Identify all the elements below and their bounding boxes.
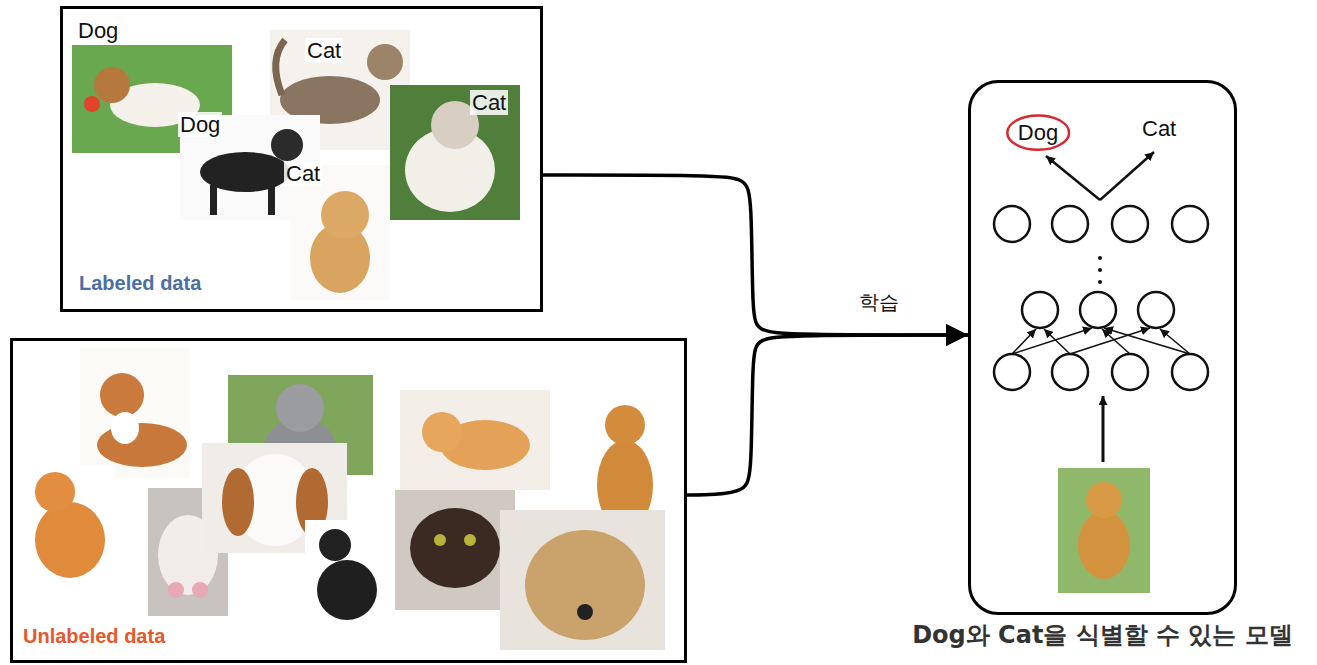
neuron xyxy=(1080,292,1116,328)
dot xyxy=(1098,256,1102,260)
class-label: Cat xyxy=(284,161,322,186)
dog-body xyxy=(97,423,187,467)
model-box: Dog와 Cat을 식별할 수 있는 모델Dog xyxy=(968,80,1237,615)
dot xyxy=(1098,268,1102,272)
dog-leg xyxy=(268,185,275,215)
ball xyxy=(84,96,100,112)
neuron xyxy=(1022,292,1058,328)
neuron xyxy=(1172,206,1208,242)
neuron xyxy=(994,206,1030,242)
neuron xyxy=(1052,206,1088,242)
dog-head xyxy=(94,67,130,103)
dog-head xyxy=(605,405,645,445)
labeled-data-panel: Labeled data xyxy=(60,6,543,312)
cat-head xyxy=(410,508,500,588)
neuron xyxy=(1112,354,1148,390)
neuron xyxy=(994,354,1030,390)
dog-head xyxy=(525,530,645,640)
neuron xyxy=(1112,206,1148,242)
dog-ear xyxy=(222,468,254,536)
output-arrow xyxy=(1046,156,1100,200)
photo xyxy=(500,510,665,650)
node-label: Dog와 Cat을 식별할 수 있는 모델 xyxy=(912,622,1293,650)
dog-body xyxy=(1078,511,1130,579)
cat-eye xyxy=(464,534,476,546)
weight-arrow xyxy=(1104,328,1190,354)
input-arrow xyxy=(1102,396,1105,462)
dog-head xyxy=(100,373,144,417)
cat-paw xyxy=(192,582,208,598)
photo xyxy=(72,45,232,153)
cat-tail xyxy=(276,40,285,95)
dog-head xyxy=(319,529,351,561)
photo xyxy=(305,520,390,645)
cat-head xyxy=(35,472,75,512)
class-label: Cat xyxy=(1140,116,1178,141)
unlabeled-data-panel: Unlabeled data xyxy=(10,338,687,663)
class-label: Dog xyxy=(178,112,222,137)
class-label: Dog xyxy=(76,18,120,43)
dog-head xyxy=(271,129,303,161)
neuron xyxy=(1052,354,1088,390)
dog-nose xyxy=(577,604,593,620)
cat-head xyxy=(422,412,462,452)
photo xyxy=(390,85,520,220)
weight-arrow xyxy=(1102,329,1130,354)
cat-body xyxy=(35,502,105,578)
dog-leg xyxy=(210,185,217,215)
weight-arrow xyxy=(1044,329,1070,354)
merge-arrow xyxy=(543,175,968,335)
output-label: Dog xyxy=(1018,120,1058,145)
node-label: Unlabeled data xyxy=(23,625,165,648)
node-label: Labeled data xyxy=(79,272,201,295)
class-label: Cat xyxy=(305,38,343,63)
neuron xyxy=(1138,292,1174,328)
ellipse-shape xyxy=(1007,116,1069,150)
class-label: Cat xyxy=(470,90,508,115)
merge-arrow xyxy=(687,335,968,495)
photo xyxy=(395,490,515,610)
cat-head xyxy=(276,384,324,432)
photo xyxy=(20,465,115,585)
input-photo xyxy=(1058,468,1150,593)
dog-chest xyxy=(111,412,139,444)
neural-network xyxy=(994,152,1208,462)
dog-body xyxy=(317,560,377,620)
dot xyxy=(1098,280,1102,284)
weight-arrow xyxy=(1070,328,1150,354)
dog-head xyxy=(1086,482,1122,518)
output-ellipse: Dog xyxy=(1006,114,1070,151)
photo xyxy=(400,390,550,490)
photo xyxy=(80,348,190,478)
neuron xyxy=(1172,354,1208,390)
weight-arrow xyxy=(1160,329,1190,354)
output-arrow xyxy=(1100,152,1154,200)
cat-head xyxy=(367,44,403,80)
labeled-photos xyxy=(72,30,520,300)
cat-paw xyxy=(168,582,184,598)
cat-head xyxy=(321,191,369,239)
photo xyxy=(1058,468,1150,593)
edge-label: 학습 xyxy=(856,291,902,314)
cat-eye xyxy=(434,534,446,546)
unlabeled-photos xyxy=(20,348,670,650)
